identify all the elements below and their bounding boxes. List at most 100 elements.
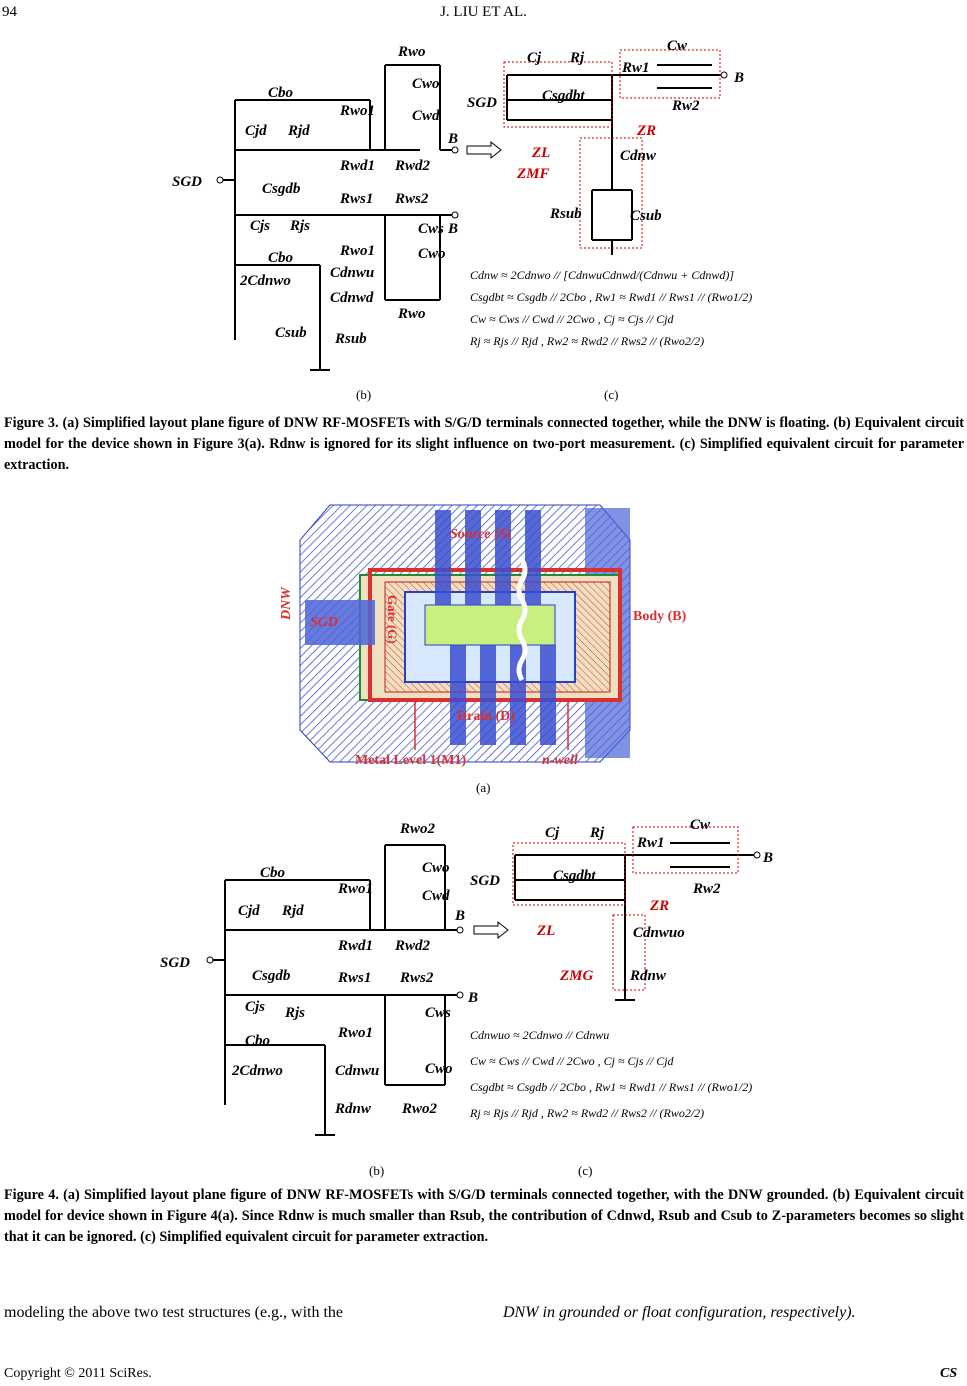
- svg-text:SGD: SGD: [172, 174, 202, 190]
- svg-text:Rj: Rj: [589, 825, 605, 841]
- svg-text:Cwo: Cwo: [412, 76, 440, 92]
- svg-text:Cbo: Cbo: [268, 85, 293, 101]
- svg-text:Cjd: Cjd: [238, 903, 260, 919]
- svg-text:Rwo1: Rwo1: [339, 103, 375, 119]
- svg-text:Cj: Cj: [545, 825, 560, 841]
- svg-text:Rw1: Rw1: [636, 835, 665, 851]
- svg-text:Rwd2: Rwd2: [394, 938, 431, 954]
- svg-text:B: B: [447, 221, 458, 237]
- svg-text:SGD: SGD: [470, 873, 500, 889]
- body-text-right: DNW in grounded or float configuration, …: [503, 1304, 856, 1321]
- fig4-arrow-icon: [473, 920, 509, 940]
- svg-text:Cwd: Cwd: [422, 888, 450, 904]
- svg-text:Rws1: Rws1: [339, 191, 373, 207]
- running-title: J. LIU ET AL.: [440, 4, 527, 20]
- layout-sgd-label: SGD: [310, 615, 338, 630]
- page-number: 94: [2, 4, 17, 20]
- svg-text:B: B: [447, 131, 458, 147]
- svg-text:Rwo1: Rwo1: [339, 243, 375, 259]
- fig4-eq-3: Csgdbt ≈ Csgdb // 2Cbo , Rw1 ≈ Rwd1 // R…: [470, 1080, 753, 1094]
- layout-dnw-label: DNW: [279, 586, 294, 621]
- svg-text:ZMF: ZMF: [516, 166, 550, 182]
- svg-text:Rws2: Rws2: [394, 191, 429, 207]
- svg-text:Csgdb: Csgdb: [262, 181, 301, 197]
- svg-text:Rwd2: Rwd2: [394, 158, 431, 174]
- footer-copyright: Copyright © 2011 SciRes.: [4, 1366, 152, 1381]
- svg-text:Cbo: Cbo: [245, 1033, 270, 1049]
- layout-figure: Source (S) Drain (D) SGD Body (B) Gate (…: [279, 504, 687, 768]
- svg-text:Csub: Csub: [630, 208, 662, 224]
- svg-text:Rw2: Rw2: [692, 881, 721, 897]
- svg-text:Cwd: Cwd: [412, 108, 440, 124]
- svg-text:Rwd1: Rwd1: [339, 158, 375, 174]
- svg-text:Rjd: Rjd: [281, 903, 304, 919]
- svg-text:Cdnwu: Cdnwu: [335, 1063, 379, 1079]
- fig3-eq-4: Rj ≈ Rjs // Rjd , Rw2 ≈ Rwd2 // Rws2 // …: [470, 334, 705, 348]
- svg-text:Rsub: Rsub: [334, 331, 367, 347]
- svg-text:Rwd1: Rwd1: [337, 938, 373, 954]
- fig4-circuit-b: SGD Cbo Cjd Rjd Csgdb Cjs Rjs Cbo 2Cdnwo…: [160, 821, 478, 1136]
- svg-text:Rjs: Rjs: [289, 218, 310, 234]
- svg-text:Cdnwuo: Cdnwuo: [633, 925, 685, 941]
- fig3-arrow-icon: [466, 140, 502, 160]
- svg-text:Csub: Csub: [275, 325, 307, 341]
- fig3-sub-b: (b): [356, 387, 372, 402]
- fig4-sub-c: (c): [578, 1163, 593, 1178]
- svg-text:Cdnw: Cdnw: [620, 148, 657, 164]
- fig3-eq-3: Cw ≈ Cws // Cwd // 2Cwo , Cj ≈ Cjs // Cj…: [470, 312, 674, 326]
- layout-drain-label: Drain (D): [457, 709, 515, 724]
- svg-text:Cjs: Cjs: [245, 999, 265, 1015]
- layout-source-label: Source (S): [450, 527, 511, 542]
- svg-text:B: B: [454, 908, 465, 924]
- svg-text:Rwo2: Rwo2: [401, 1101, 438, 1117]
- svg-text:Rwo1: Rwo1: [337, 881, 373, 897]
- svg-text:Csgdbt: Csgdbt: [553, 868, 596, 884]
- fig4-eq-1: Cdnwuo ≈ 2Cdnwo // Cdnwu: [470, 1028, 610, 1042]
- svg-text:Cj: Cj: [527, 50, 542, 66]
- layout-gate-label: Gate (G): [385, 595, 400, 644]
- svg-text:ZL: ZL: [531, 145, 550, 161]
- svg-text:B: B: [733, 70, 744, 86]
- fig3-sub-c: (c): [604, 387, 619, 402]
- fig4-equations: Cdnwuo ≈ 2Cdnwo // Cdnwu Cw ≈ Cws // Cwd…: [470, 1022, 780, 1126]
- fig4-circuit-c: SGD Cj Rj Csgdbt Rw1 Cw Rw2 B ZR ZL Cdnw…: [470, 817, 773, 1001]
- body-text-left: modeling the above two test structures (…: [4, 1304, 344, 1321]
- footer-journal: CS: [940, 1366, 958, 1381]
- svg-text:Cw: Cw: [667, 40, 688, 54]
- svg-text:Rdnw: Rdnw: [334, 1101, 372, 1117]
- svg-text:Rj: Rj: [569, 50, 585, 66]
- svg-text:Cw: Cw: [690, 817, 711, 833]
- fig3-equations: Cdnw ≈ 2Cdnwo // [CdnwuCdnwd/(Cdnwu + Cd…: [470, 264, 770, 352]
- svg-text:Rwo2: Rwo2: [399, 821, 436, 837]
- svg-text:Cbo: Cbo: [260, 865, 285, 881]
- fig4-caption: Figure 4. (a) Simplified layout plane fi…: [4, 1187, 964, 1245]
- fig3-circuit-c: SGD Cj Rj Csgdbt Rw1 Cw Rw2 B ZR ZL ZMF …: [467, 40, 744, 255]
- svg-text:B: B: [467, 990, 478, 1006]
- svg-text:Cjd: Cjd: [245, 123, 267, 139]
- svg-text:Cwo: Cwo: [425, 1061, 453, 1077]
- svg-text:Rjs: Rjs: [284, 1005, 305, 1021]
- svg-text:Csgdb: Csgdb: [252, 968, 291, 984]
- svg-text:Rws2: Rws2: [399, 970, 434, 986]
- fig3-eq-2: Csgdbt ≈ Csgdb // 2Cbo , Rw1 ≈ Rwd1 // R…: [470, 290, 753, 304]
- svg-text:Rw2: Rw2: [671, 98, 700, 114]
- svg-text:Cbo: Cbo: [268, 250, 293, 266]
- svg-text:Rw1: Rw1: [621, 60, 650, 76]
- fig3-caption: Figure 3. (a) Simplified layout plane fi…: [4, 415, 964, 473]
- fig4-eq-4: Rj ≈ Rjs // Rjd , Rw2 ≈ Rwd2 // Rws2 // …: [470, 1106, 705, 1120]
- fig3-eq-1: Cdnw ≈ 2Cdnwo // [CdnwuCdnwd/(Cdnwu + Cd…: [470, 268, 735, 282]
- svg-text:SGD: SGD: [160, 955, 190, 971]
- svg-text:ZMG: ZMG: [559, 968, 594, 984]
- svg-text:B: B: [762, 850, 773, 866]
- svg-text:Cjs: Cjs: [250, 218, 270, 234]
- svg-text:2Cdnwo: 2Cdnwo: [231, 1063, 283, 1079]
- svg-text:Rsub: Rsub: [549, 206, 582, 222]
- layout-metal-label: Metal Level 1(M1): [355, 753, 467, 768]
- svg-text:ZR: ZR: [649, 898, 669, 914]
- svg-text:Cws: Cws: [425, 1005, 451, 1021]
- svg-text:Cws: Cws: [418, 221, 444, 237]
- svg-text:Cwo: Cwo: [422, 860, 450, 876]
- svg-text:ZR: ZR: [636, 123, 656, 139]
- fig3-circuit-b: SGD Cbo Cjd Rjd Csgdb Cjs Rjs Cbo 2Cdnwo…: [172, 44, 459, 371]
- svg-text:2Cdnwo: 2Cdnwo: [239, 273, 291, 289]
